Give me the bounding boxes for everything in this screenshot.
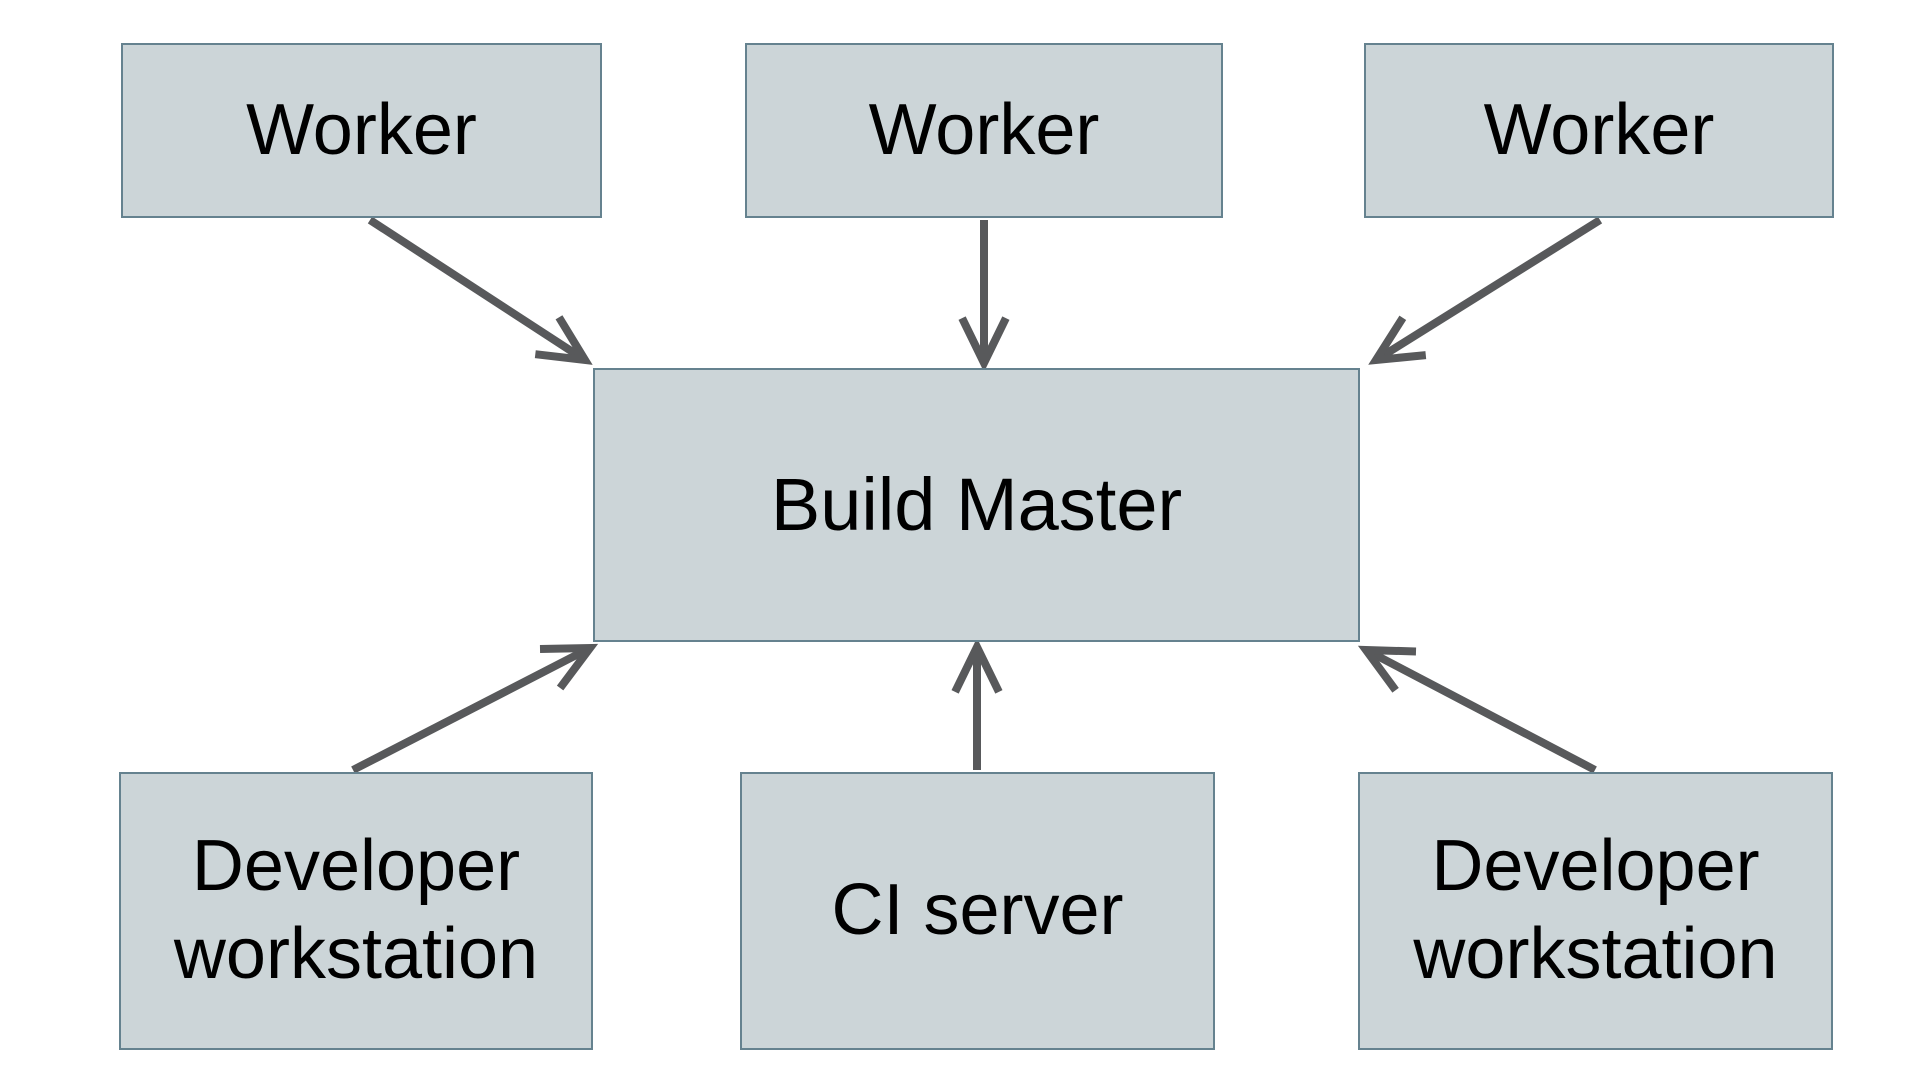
- node-build-master-label: Build Master: [770, 462, 1183, 546]
- node-developer-workstation-left: Developer workstation: [119, 772, 593, 1050]
- node-worker-2-label: Worker: [868, 89, 1100, 170]
- node-developer-workstation-right: Developer workstation: [1358, 772, 1833, 1050]
- node-worker-2: Worker: [745, 43, 1223, 218]
- arrow-worker3-to-build-master: [1368, 216, 1603, 365]
- node-worker-3: Worker: [1364, 43, 1834, 218]
- node-worker-1-label: Worker: [246, 89, 477, 170]
- node-worker-3-label: Worker: [1483, 89, 1715, 170]
- arrow-dev2-to-build-master: [1357, 645, 1597, 774]
- arrow-worker1-to-build-master: [367, 216, 593, 365]
- node-worker-1: Worker: [121, 43, 602, 218]
- node-build-master: Build Master: [593, 368, 1360, 642]
- node-ci-server-label: CI server: [831, 870, 1124, 951]
- node-ci-server: CI server: [740, 772, 1215, 1050]
- arrow-ci-to-build-master: [951, 637, 1003, 770]
- node-developer-workstation-left-label: Developer workstation: [173, 826, 539, 994]
- node-developer-workstation-right-label: Developer workstation: [1413, 826, 1778, 994]
- arrow-worker2-to-build-master: [958, 220, 1010, 373]
- arrow-dev1-to-build-master: [351, 643, 599, 774]
